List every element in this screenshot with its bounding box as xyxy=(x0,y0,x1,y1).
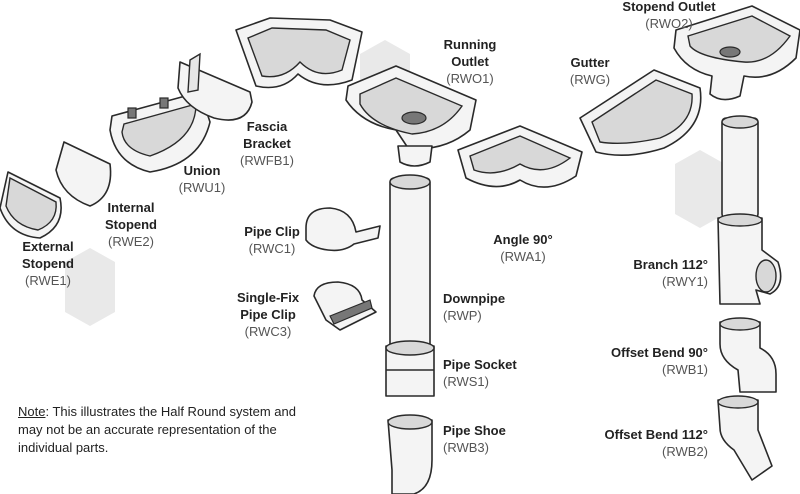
disclaimer-note: Note: This illustrates the Half Round sy… xyxy=(18,403,318,457)
offset-bend-112-part xyxy=(717,395,773,481)
pipe-shoe-part xyxy=(387,414,433,494)
part-name: External Stopend xyxy=(22,239,74,271)
part-code: (RWFB1) xyxy=(240,153,294,168)
part-code: (RWO2) xyxy=(645,16,693,31)
part-name: Internal Stopend xyxy=(105,200,157,232)
union-part xyxy=(109,91,211,173)
part-name: Fascia Bracket xyxy=(243,119,291,151)
part-name: Union xyxy=(183,163,221,178)
label-external-stopend: External Stopend (RWE1) xyxy=(12,238,84,289)
pipe-clip-part xyxy=(305,207,381,252)
offset-bend-90-part xyxy=(719,317,777,393)
part-name: Pipe Clip xyxy=(244,224,300,239)
part-code: (RWO1) xyxy=(446,71,494,86)
part-code: (RWC1) xyxy=(248,241,296,256)
part-code: (RWY1) xyxy=(662,274,708,289)
right-downpipe-part xyxy=(721,115,759,219)
part-code: (RWC3) xyxy=(244,324,292,339)
part-name: Pipe Socket xyxy=(443,357,517,372)
angle-top-part xyxy=(235,17,363,89)
pipe-socket-part xyxy=(385,340,435,397)
fascia-bracket-part xyxy=(177,52,253,121)
label-offset-bend-90: Offset Bend 90° (RWB1) xyxy=(580,344,708,378)
note-prefix: Note xyxy=(18,404,46,419)
label-union: Union (RWU1) xyxy=(172,162,232,196)
running-outlet-part xyxy=(345,65,477,167)
part-code: (RWU1) xyxy=(178,180,226,195)
part-code: (RWB3) xyxy=(443,440,489,455)
branch-112-part xyxy=(717,213,782,305)
part-code: (RWP) xyxy=(443,308,482,323)
part-name: Downpipe xyxy=(443,291,506,306)
part-code: (RWG) xyxy=(569,72,611,87)
label-pipe-socket: Pipe Socket (RWS1) xyxy=(443,356,533,390)
label-gutter: Gutter (RWG) xyxy=(560,54,620,88)
label-downpipe: Downpipe (RWP) xyxy=(443,290,523,324)
part-name: Branch 112° xyxy=(633,257,708,272)
label-internal-stopend: Internal Stopend (RWE2) xyxy=(96,199,166,250)
downpipe-part xyxy=(389,174,431,349)
label-branch-112: Branch 112° (RWY1) xyxy=(600,256,708,290)
stopend-outlet-part xyxy=(673,5,800,101)
part-code: (RWB1) xyxy=(662,362,708,377)
gutter-part xyxy=(579,69,702,156)
part-name: Pipe Shoe xyxy=(443,423,506,438)
part-name: Running Outlet xyxy=(443,37,497,69)
part-code: (RWS1) xyxy=(443,374,489,389)
part-name: Single-Fix Pipe Clip xyxy=(236,290,300,322)
part-name: Angle 90° xyxy=(493,232,553,247)
label-angle-90: Angle 90° (RWA1) xyxy=(484,231,562,265)
label-stopend-outlet: Stopend Outlet (RWO2) xyxy=(614,0,724,32)
part-name: Offset Bend 112° xyxy=(604,427,708,442)
label-single-fix-pipe-clip: Single-Fix Pipe Clip (RWC3) xyxy=(228,289,308,340)
part-name: Offset Bend 90° xyxy=(611,345,708,360)
label-pipe-clip: Pipe Clip (RWC1) xyxy=(236,223,308,257)
part-name: Stopend Outlet xyxy=(622,0,716,14)
angle-90-part xyxy=(457,125,583,188)
note-text: : This illustrates the Half Round system… xyxy=(18,404,296,455)
single-fix-pipe-clip-part xyxy=(313,281,377,331)
external-stopend-part xyxy=(0,171,62,239)
label-running-outlet: Running Outlet (RWO1) xyxy=(434,36,506,87)
part-name: Gutter xyxy=(570,55,610,70)
part-code: (RWA1) xyxy=(500,249,546,264)
part-code: (RWB2) xyxy=(662,444,708,459)
part-code: (RWE2) xyxy=(108,234,154,249)
internal-stopend-part xyxy=(55,141,112,207)
label-offset-bend-112: Offset Bend 112° (RWB2) xyxy=(572,426,708,460)
label-pipe-shoe: Pipe Shoe (RWB3) xyxy=(443,422,523,456)
part-code: (RWE1) xyxy=(25,273,71,288)
label-fascia-bracket: Fascia Bracket (RWFB1) xyxy=(232,118,302,169)
